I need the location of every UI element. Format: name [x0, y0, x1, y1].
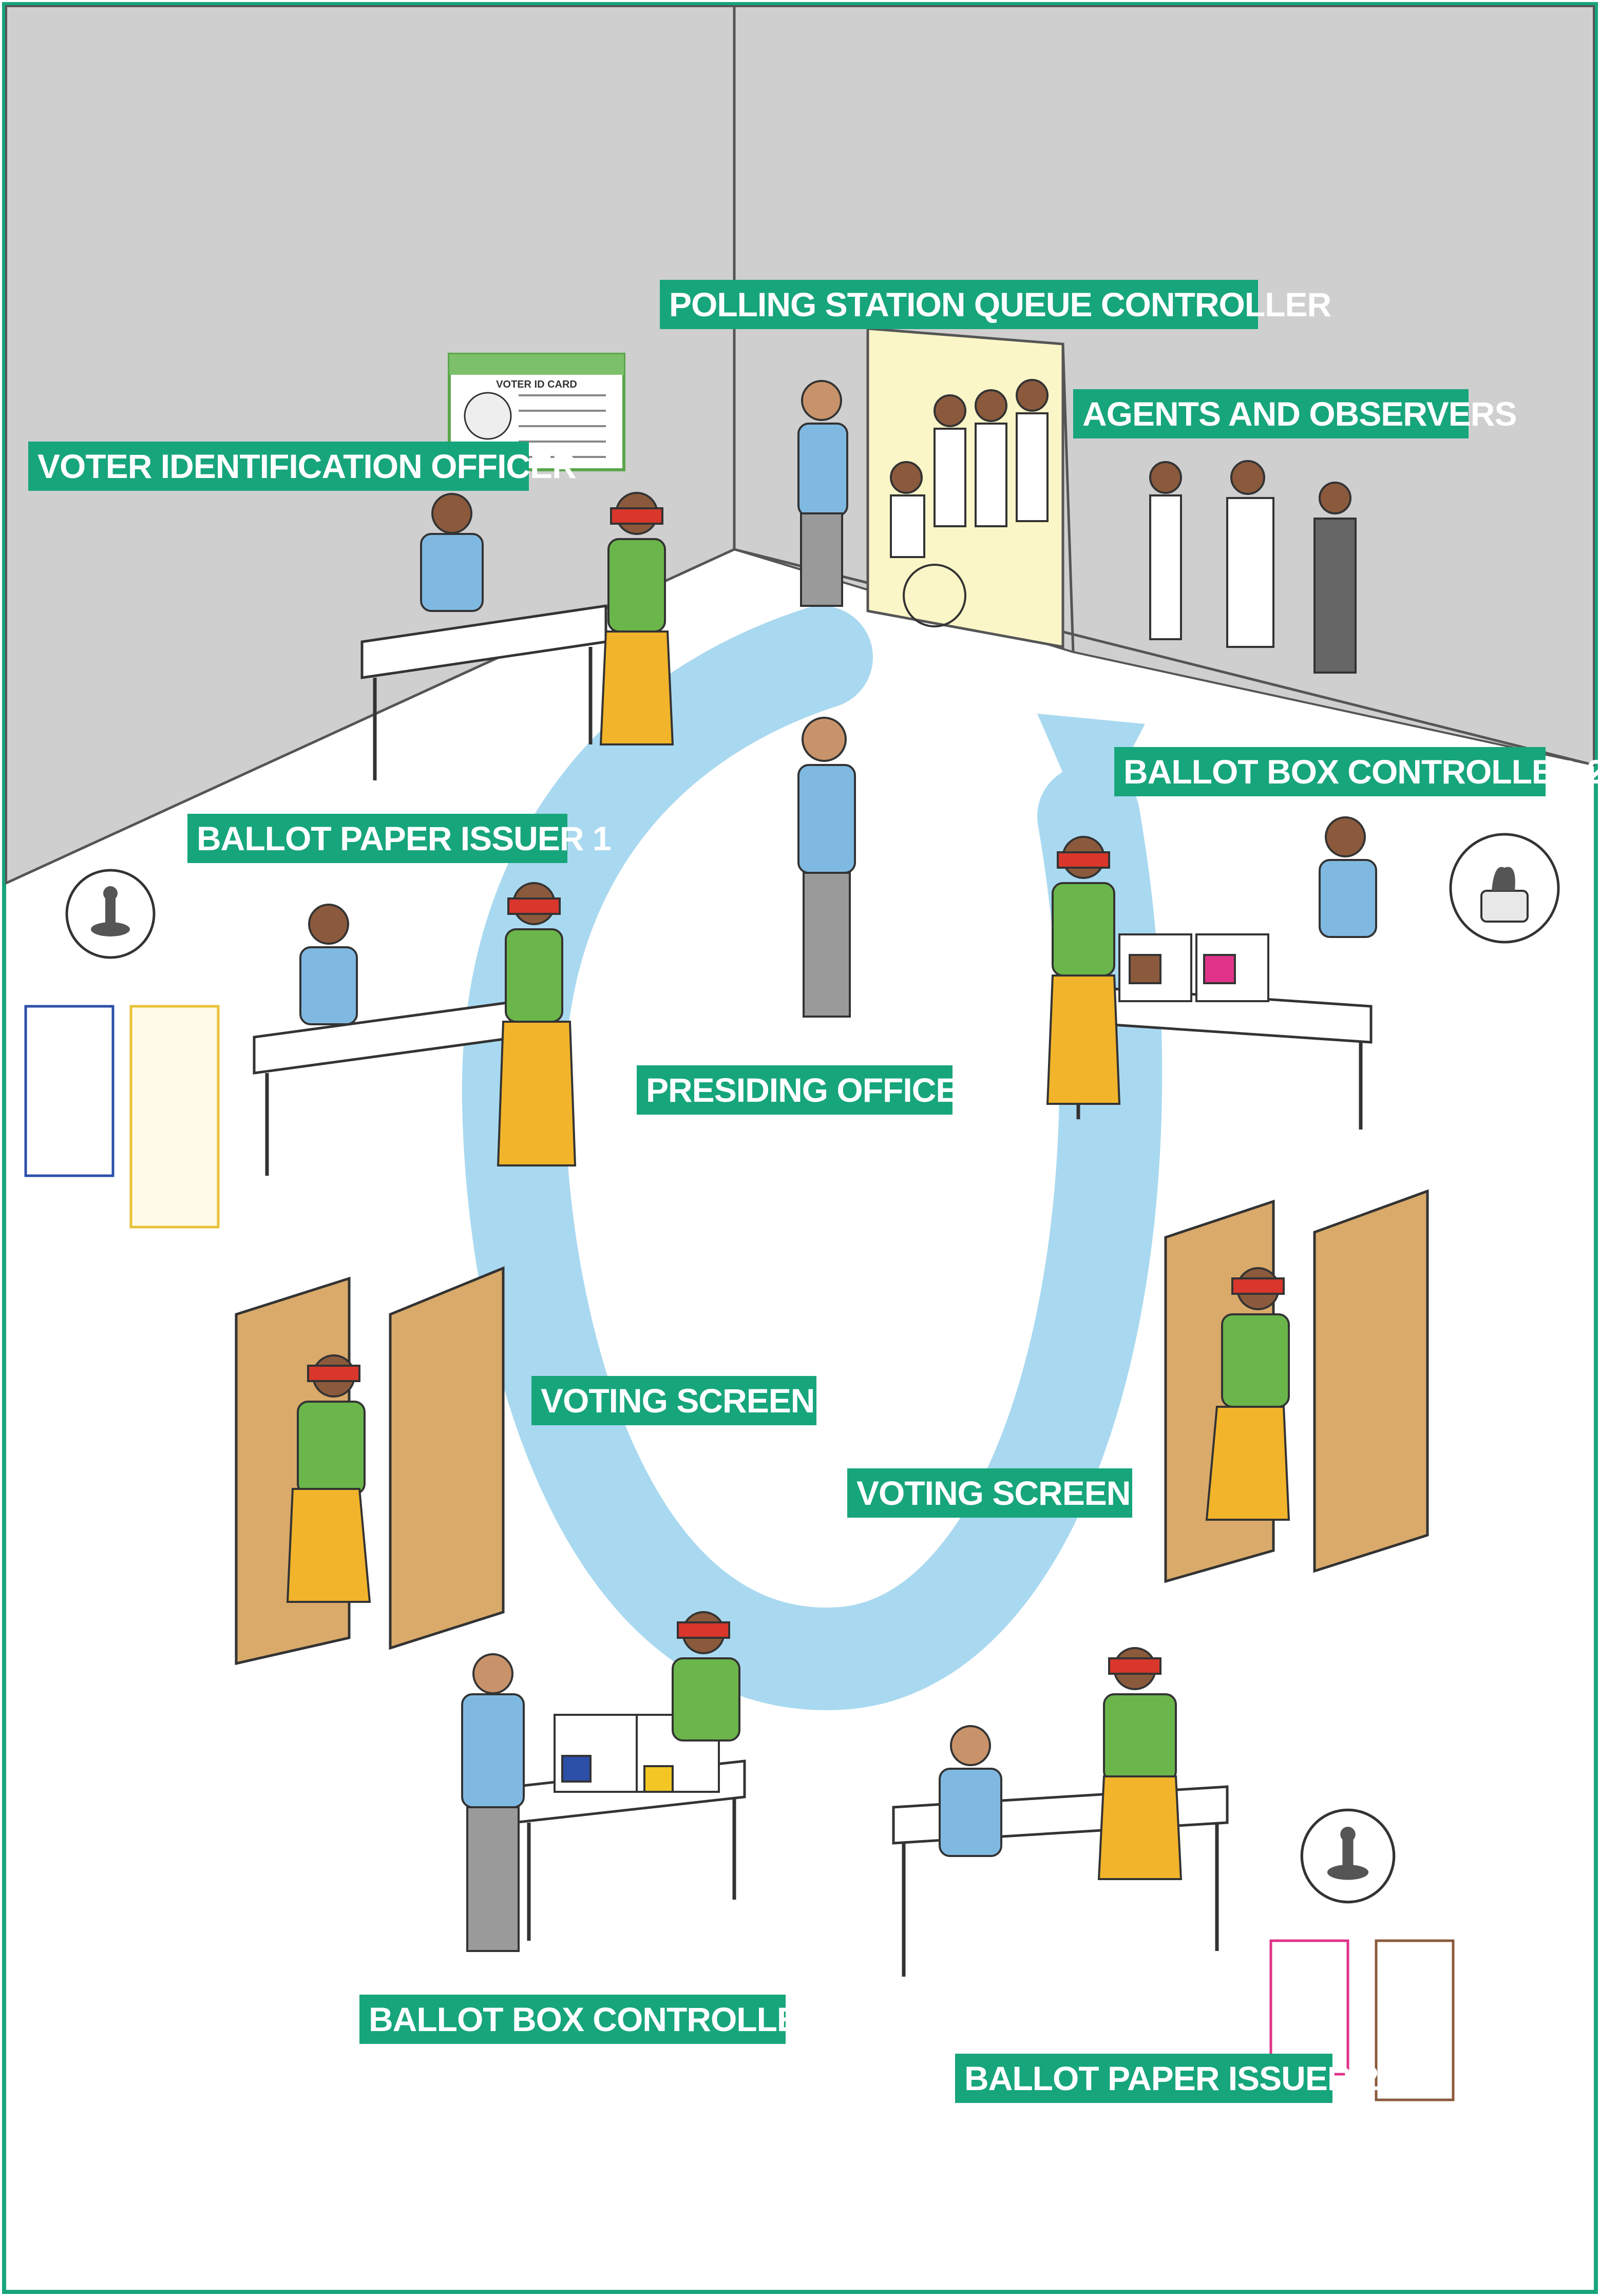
ink-bottle-icon [1448, 832, 1561, 945]
label-voting-screen-1: VOTING SCREEN 1 [531, 1376, 842, 1425]
people [286, 379, 1377, 1952]
label-voting-screen-2: VOTING SCREEN 2 [847, 1468, 1158, 1518]
label-agents-and-observers: AGENTS AND OBSERVERS [1073, 389, 1517, 438]
voter-id-card-title: VOTER ID CARD [496, 379, 577, 390]
label-presiding-officer: PRESIDING OFFICER [637, 1065, 982, 1115]
sample-ballot-papers [24, 1005, 1455, 2101]
label-ballot-box-controller-2: BALLOT BOX CONTROLLER 2 [1114, 747, 1600, 796]
stamp-icon [64, 868, 157, 960]
voting-flow-arrow [462, 606, 1163, 1711]
stamp-icon [1299, 1807, 1397, 1905]
label-ballot-paper-issuer-2: BALLOT PAPER ISSUER 2 [955, 2054, 1379, 2103]
label-polling-station-queue-controller: POLLING STATION QUEUE CONTROLLER [660, 280, 1331, 329]
label-ballot-paper-issuer-1: BALLOT PAPER ISSUER 1 [187, 814, 612, 863]
label-ballot-box-controller-1: BALLOT BOX CONTROLLER 1 [359, 1995, 851, 2044]
label-voter-identification-officer: VOTER IDENTIFICATION OFFICER [28, 442, 577, 491]
